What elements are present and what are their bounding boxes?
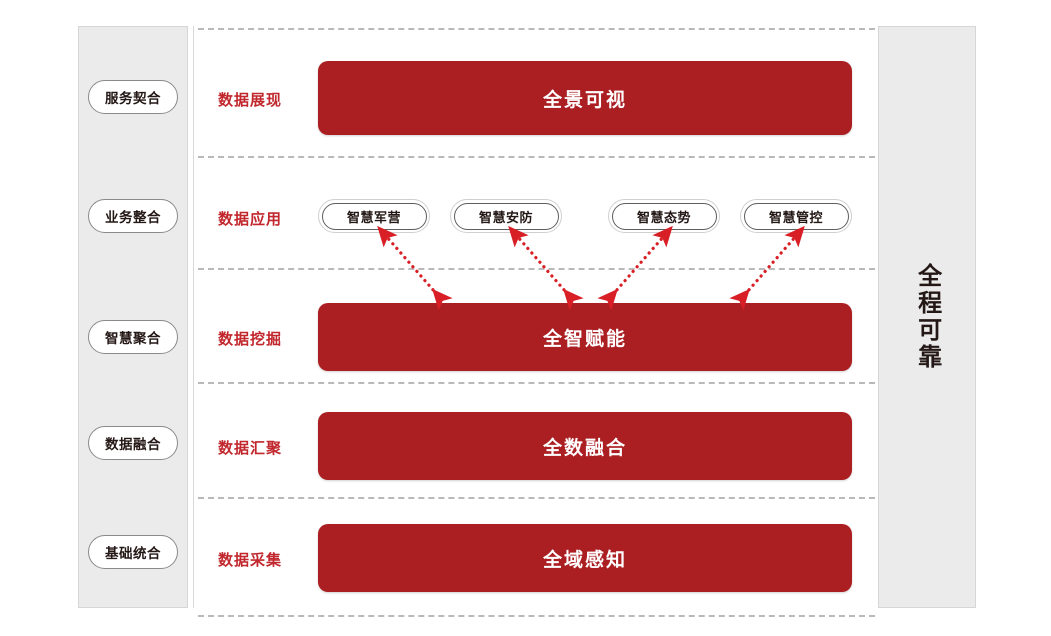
row-label-data-application: 数据应用 bbox=[218, 211, 283, 228]
capability-bar-label: 全数融合 bbox=[542, 437, 627, 459]
stage-pill-business-integration[interactable]: 业务整合 bbox=[88, 199, 178, 233]
row-separator-aggregation bbox=[198, 497, 875, 499]
row-separator-application bbox=[198, 268, 875, 270]
row-label-data-collection: 数据采集 bbox=[218, 552, 283, 569]
app-pill-inner: 智慧态势 bbox=[611, 202, 717, 230]
app-pill-smart-barracks[interactable]: 智慧军营 bbox=[318, 199, 430, 233]
capability-bar-label: 全智赋能 bbox=[542, 328, 627, 350]
app-pill-smart-situation[interactable]: 智慧态势 bbox=[608, 199, 720, 233]
stage-pill-infrastructure-unification[interactable]: 基础统合 bbox=[88, 535, 178, 569]
app-pill-inner: 智慧安防 bbox=[453, 202, 559, 230]
capability-bar-label: 全景可视 bbox=[542, 89, 627, 111]
app-pill-label: 智慧管控 bbox=[768, 209, 823, 225]
main-area-left-rule bbox=[193, 26, 194, 608]
reliability-headline: 全程可靠 bbox=[913, 263, 941, 371]
row-label-data-mining: 数据挖掘 bbox=[218, 331, 283, 348]
row-separator-top bbox=[198, 28, 875, 30]
stage-pill-service-fit[interactable]: 服务契合 bbox=[88, 80, 178, 114]
capability-bar-label: 全域感知 bbox=[542, 549, 627, 571]
row-label-data-presentation: 数据展现 bbox=[218, 92, 283, 109]
app-pill-label: 智慧态势 bbox=[636, 209, 691, 225]
stage-pill-label: 基础统合 bbox=[105, 546, 161, 561]
app-pill-label: 智慧安防 bbox=[478, 209, 533, 225]
app-pill-smart-security[interactable]: 智慧安防 bbox=[450, 199, 562, 233]
app-pill-inner: 智慧军营 bbox=[321, 202, 427, 230]
stage-panel bbox=[78, 26, 188, 608]
capability-bar-panoramic-visibility[interactable]: 全景可视 bbox=[318, 61, 852, 135]
stage-pill-label: 服务契合 bbox=[105, 91, 161, 106]
row-separator-bottom bbox=[198, 615, 875, 617]
row-label-data-aggregation: 数据汇聚 bbox=[218, 440, 283, 457]
stage-pill-label: 智慧聚合 bbox=[105, 331, 161, 346]
reliability-panel: 全程可靠 bbox=[878, 26, 976, 608]
stage-pill-label: 业务整合 bbox=[105, 210, 161, 225]
capability-bar-full-intelligence-enablement[interactable]: 全智赋能 bbox=[318, 303, 852, 371]
app-pill-label: 智慧军营 bbox=[346, 209, 401, 225]
app-pill-smart-control[interactable]: 智慧管控 bbox=[740, 199, 852, 233]
app-pill-inner: 智慧管控 bbox=[743, 202, 849, 230]
stage-pill-intelligence-convergence[interactable]: 智慧聚合 bbox=[88, 320, 178, 354]
capability-bar-full-data-fusion[interactable]: 全数融合 bbox=[318, 412, 852, 480]
capability-bar-full-domain-sensing[interactable]: 全域感知 bbox=[318, 524, 852, 592]
row-separator-mining bbox=[198, 382, 875, 384]
stage-pill-data-fusion[interactable]: 数据融合 bbox=[88, 426, 178, 460]
stage-pill-label: 数据融合 bbox=[105, 437, 161, 452]
row-separator-presentation bbox=[198, 156, 875, 158]
